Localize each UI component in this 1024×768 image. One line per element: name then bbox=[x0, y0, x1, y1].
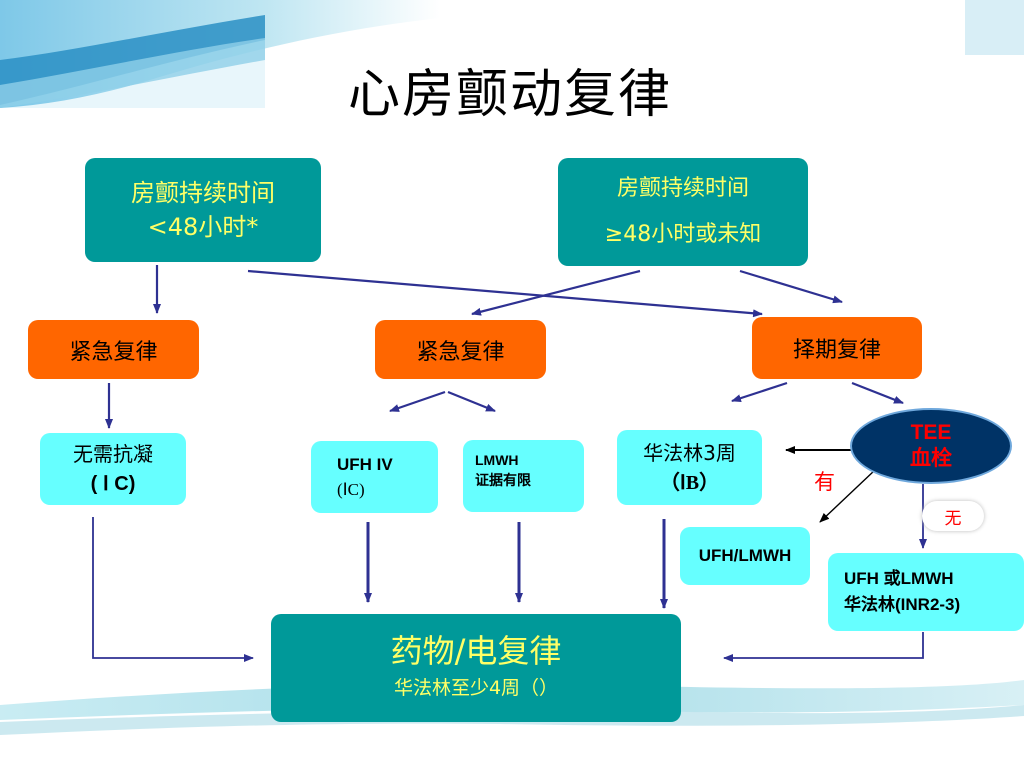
arrow-ufhorlmwh-to-final bbox=[723, 632, 924, 662]
emergency-left-label: 紧急复律 bbox=[69, 339, 158, 365]
ufh-iv-line2: (ⅠC) bbox=[337, 480, 365, 499]
label-no: 无 bbox=[944, 508, 962, 529]
elective-cardioversion: 择期复律 bbox=[752, 317, 922, 379]
arrow-tee-yes bbox=[819, 469, 876, 523]
ufh-lmwh-box: UFH/LMWH bbox=[680, 527, 810, 585]
ufh-or-lmwh-line2: 华法林(INR2-3) bbox=[844, 595, 961, 614]
arrow-topright-to-elective bbox=[739, 269, 843, 304]
page-title: 心房颤动复律 bbox=[347, 65, 672, 125]
label-yes: 有 bbox=[814, 470, 835, 494]
warfarin3-line2: （ⅠB） bbox=[659, 471, 720, 494]
lmwh-line2: 证据有限 bbox=[475, 473, 531, 489]
arrow-mid-to-ufh bbox=[389, 390, 446, 413]
tee-line1: TEE bbox=[910, 421, 952, 444]
lmwh-line1: LMWH bbox=[475, 452, 519, 468]
arrow-topright-to-emergency bbox=[471, 269, 641, 316]
duration-lt48-line1: 房颤持续时间 bbox=[131, 179, 275, 207]
no-anticoagulation-box: 无需抗凝 ( Ⅰ C) bbox=[40, 433, 186, 505]
lmwh-box: LMWH 证据有限 bbox=[463, 440, 584, 512]
no-anticoag-line1: 无需抗凝 bbox=[73, 442, 153, 466]
duration-lt48-box: 房颤持续时间 <48小时* bbox=[85, 158, 321, 262]
ufh-or-lmwh-line1: UFH 或LMWH bbox=[844, 569, 954, 588]
emergency-cardioversion-mid: 紧急复律 bbox=[375, 320, 546, 379]
arrow-elective-to-tee bbox=[851, 381, 904, 405]
duration-ge48-line1: 房颤持续时间 bbox=[616, 176, 749, 201]
no-anticoag-line2: ( Ⅰ C) bbox=[90, 473, 136, 495]
arrow-mid-to-lmwh bbox=[447, 390, 496, 413]
duration-ge48-box: 房颤持续时间 ≥48小时或未知 bbox=[558, 158, 808, 266]
arrow-noanticoag-to-final bbox=[92, 517, 254, 662]
arrow-elective-to-warfarin bbox=[731, 381, 788, 403]
tee-thrombus-node: TEE 血栓 bbox=[850, 408, 1012, 484]
arrow-topleft-to-elective bbox=[247, 269, 763, 318]
warfarin3-line1: 华法林3周 bbox=[643, 440, 736, 465]
ufh-iv-line1: UFH IV bbox=[337, 455, 393, 474]
warfarin-3weeks-box: 华法林3周 （ⅠB） bbox=[617, 430, 762, 505]
ufh-or-lmwh-warfarin-box: UFH 或LMWH 华法林(INR2-3) bbox=[828, 553, 1024, 631]
tee-line2: 血栓 bbox=[910, 447, 952, 470]
emergency-cardioversion-left: 紧急复律 bbox=[28, 320, 199, 379]
final-line1: 药物/电复律 bbox=[390, 632, 562, 670]
duration-lt48-line2: <48小时* bbox=[147, 213, 259, 241]
duration-ge48-line2: ≥48小时或未知 bbox=[604, 222, 762, 247]
final-line2: 华法林至少4周（） bbox=[393, 677, 559, 699]
emergency-mid-label: 紧急复律 bbox=[416, 339, 505, 365]
elective-label: 择期复律 bbox=[792, 338, 881, 363]
ufh-iv-box: UFH IV (ⅠC) bbox=[311, 441, 438, 513]
final-cardioversion-box: 药物/电复律 华法林至少4周（） bbox=[271, 614, 681, 722]
label-no-pill: 无 bbox=[922, 501, 984, 531]
ufh-lmwh-label: UFH/LMWH bbox=[698, 546, 792, 565]
